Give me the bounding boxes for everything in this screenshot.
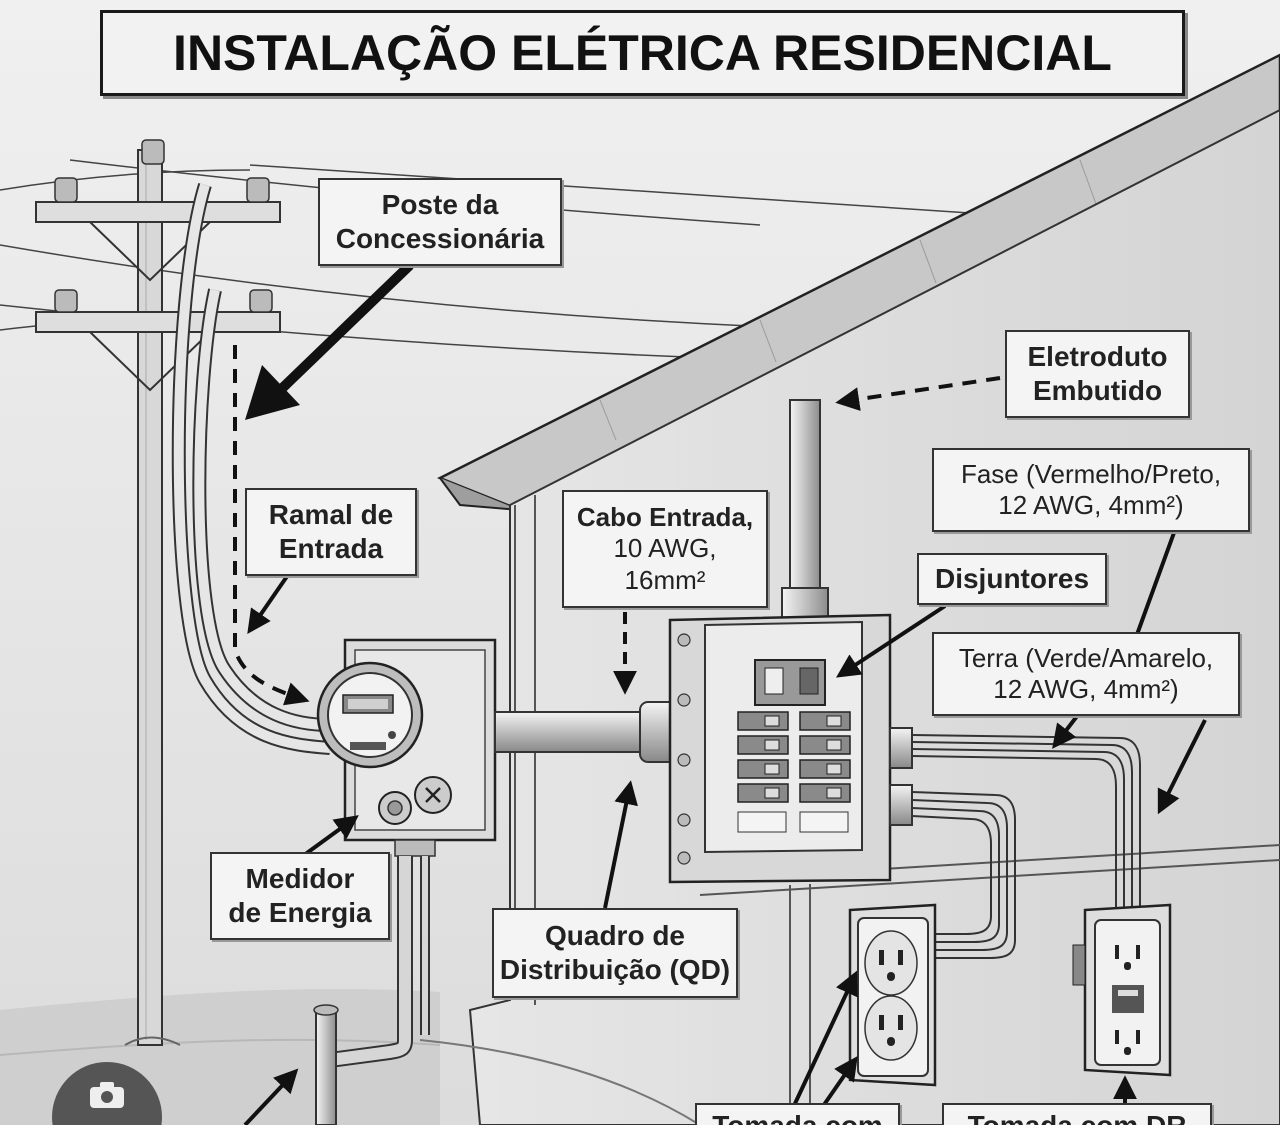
label-cabo-line2: 10 AWG,	[613, 533, 716, 564]
outlet-gfci	[1073, 905, 1170, 1075]
label-tomada-2: Tomada com DR	[942, 1103, 1212, 1125]
label-eletroduto-line1: Eletroduto	[1028, 340, 1168, 374]
label-disjuntores-line1: Disjuntores	[935, 562, 1089, 596]
label-terra-line2: 12 AWG, 4mm²)	[993, 674, 1178, 705]
label-tomada-2-line1: Tomada com DR	[968, 1109, 1187, 1125]
page-title: INSTALAÇÃO ELÉTRICA RESIDENCIAL	[100, 10, 1185, 96]
label-cabo: Cabo Entrada, 10 AWG, 16mm²	[562, 490, 768, 608]
label-eletroduto: Eletroduto Embutido	[1005, 330, 1190, 418]
outlet-duplex	[850, 905, 935, 1085]
label-ramal-line1: Ramal de	[269, 498, 394, 532]
label-poste-line2: Concessionária	[336, 222, 545, 256]
label-fase-line2: 12 AWG, 4mm²)	[998, 490, 1183, 521]
camera-icon	[87, 1080, 127, 1110]
label-medidor-line1: Medidor	[246, 862, 355, 896]
label-terra: Terra (Verde/Amarelo, 12 AWG, 4mm²)	[932, 632, 1240, 716]
label-quadro: Quadro de Distribuição (QD)	[492, 908, 738, 998]
label-medidor-line2: de Energia	[228, 896, 371, 930]
label-tomada-1: Tomada com	[695, 1103, 900, 1125]
label-terra-line1: Terra (Verde/Amarelo,	[959, 643, 1213, 674]
ground-rod	[314, 1005, 338, 1125]
label-ramal: Ramal de Entrada	[245, 488, 417, 576]
label-disjuntores: Disjuntores	[917, 553, 1107, 605]
label-quadro-line2: Distribuição (QD)	[500, 953, 730, 987]
label-poste: Poste da Concessionária	[318, 178, 562, 266]
distribution-panel	[670, 615, 912, 882]
label-poste-line1: Poste da	[382, 188, 499, 222]
label-medidor: Medidor de Energia	[210, 852, 390, 940]
label-eletroduto-line2: Embutido	[1033, 374, 1162, 408]
label-cabo-line1: Cabo Entrada,	[577, 502, 753, 533]
conduit-meter-to-panel	[495, 702, 680, 762]
label-quadro-line1: Quadro de	[545, 919, 685, 953]
label-ramal-line2: Entrada	[279, 532, 383, 566]
label-cabo-line3: 16mm²	[625, 565, 706, 596]
label-tomada-1-line1: Tomada com	[712, 1109, 883, 1125]
label-fase: Fase (Vermelho/Preto, 12 AWG, 4mm²)	[932, 448, 1250, 532]
label-fase-line1: Fase (Vermelho/Preto,	[961, 459, 1221, 490]
